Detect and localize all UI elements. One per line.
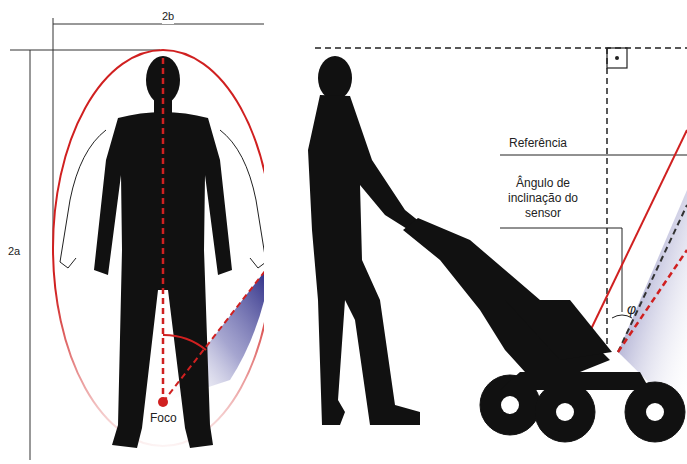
stroller [403, 218, 685, 442]
angle-arc [163, 335, 206, 350]
sensor-line [163, 262, 272, 402]
ellipse [53, 50, 273, 446]
angle-symbol: φ [627, 301, 636, 319]
dimension-label: 2b [162, 10, 174, 24]
dimension-lines [10, 18, 272, 460]
person-side [308, 56, 420, 425]
leader-line [500, 155, 687, 156]
focus-label: Foco [150, 411, 177, 426]
focus-dot [158, 397, 168, 407]
reference-red-line [580, 130, 687, 352]
person-front [94, 56, 232, 448]
sensor-line [618, 250, 687, 352]
right-angle-dot [615, 56, 619, 60]
reference-label: Referência [509, 136, 567, 151]
dimension-label: 2a [8, 245, 20, 259]
angle-label: Ângulo de inclinação do sensor [498, 176, 588, 221]
axis-line [162, 58, 165, 400]
sensor-axis [618, 205, 687, 352]
